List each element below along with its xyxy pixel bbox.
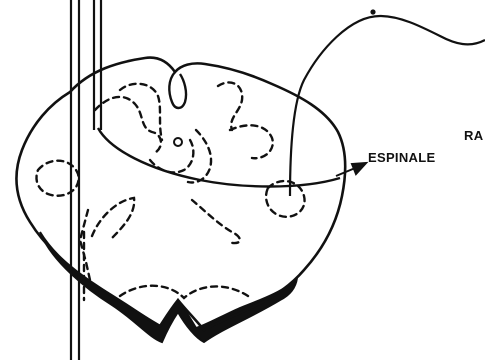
cord-outer-contour [16, 58, 345, 330]
grey-matter-right-horn [230, 125, 273, 158]
median-fissure [169, 72, 186, 108]
vertical-tract-lines [71, 0, 101, 360]
grey-matter-center-right [188, 130, 211, 182]
grey-matter-right-upper [218, 82, 242, 130]
central-canal [174, 138, 182, 146]
crossing-fibre [98, 128, 340, 187]
root-label-line2: ESPINALE [368, 151, 435, 164]
fibre-origin-dot [370, 9, 375, 14]
spinal-root-arrow [336, 163, 366, 176]
ventral-horn-right [192, 200, 240, 243]
root-label-line1: RA [464, 129, 483, 142]
bottom-dashed-arc [120, 286, 248, 298]
grey-matter-left-upper [95, 97, 161, 152]
entering-fibre [290, 16, 485, 196]
ventral-horn-left [92, 198, 134, 240]
dorsal-horn-left [36, 161, 78, 196]
grey-matter-outlines [36, 82, 304, 300]
grey-matter-left-horn [120, 84, 162, 140]
